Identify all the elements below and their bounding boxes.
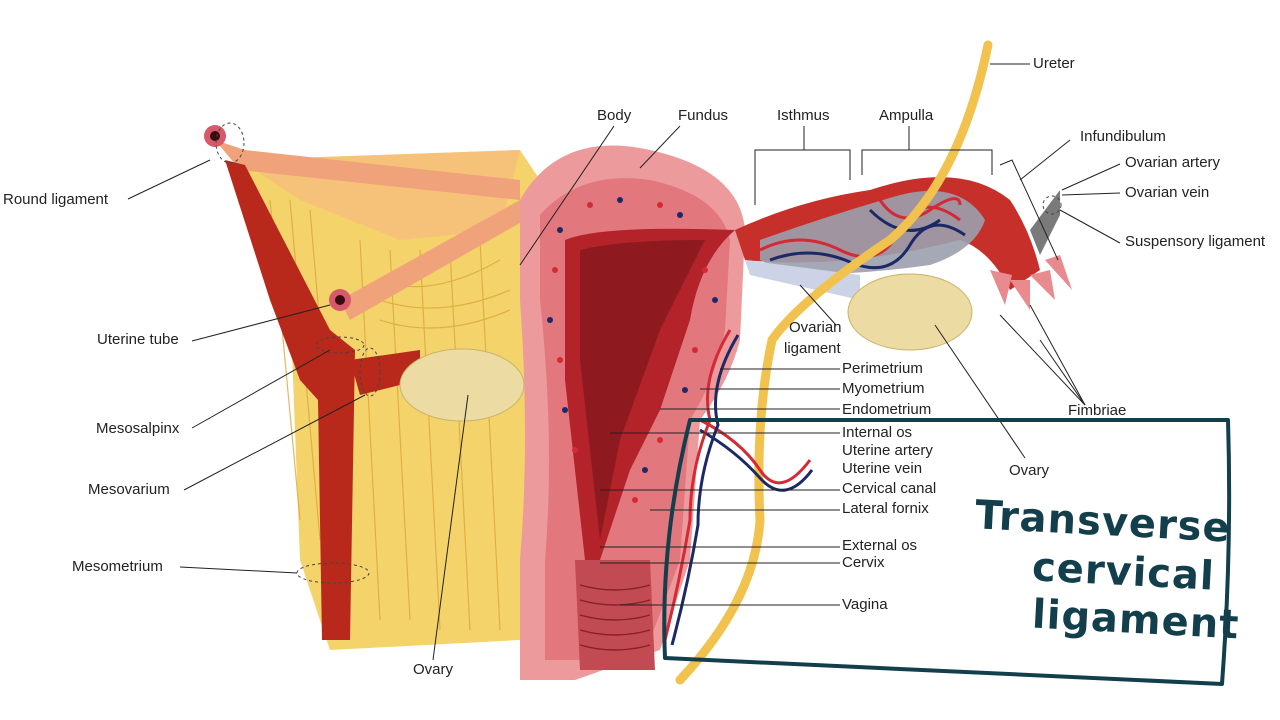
label-uterine-tube: Uterine tube: [97, 331, 179, 348]
label-perimetrium: Perimetrium: [842, 360, 923, 377]
ureter: [675, 40, 993, 685]
round-ligament-band: [215, 140, 520, 200]
left-ovary: [399, 348, 525, 422]
label-vagina: Vagina: [842, 596, 888, 613]
label-internal-os: Internal os: [842, 424, 913, 441]
label-uterine-vein: Uterine vein: [842, 460, 923, 477]
label-ovarian-artery: Ovarian artery: [1125, 154, 1221, 171]
mesometrium-column: [225, 160, 355, 640]
annotation-line-2: cervical: [1030, 544, 1216, 600]
label-fimbriae: Fimbriae: [1068, 402, 1127, 419]
label-ovarian-ligament-line1: Ovarian: [789, 319, 842, 336]
label-ovarian-ligament-line2: ligament: [784, 340, 841, 357]
label-mesometrium: Mesometrium: [72, 558, 163, 575]
label-myometrium: Myometrium: [842, 380, 925, 397]
label-ureter: Ureter: [1033, 55, 1075, 72]
label-ovary-right: Ovary: [1009, 462, 1050, 479]
label-infundibulum: Infundibulum: [1080, 128, 1166, 145]
label-uterine-artery: Uterine artery: [842, 442, 933, 459]
right-tube-mesosalpinx: [760, 190, 985, 275]
label-fundus: Fundus: [678, 107, 729, 124]
label-external-os: External os: [842, 537, 918, 554]
label-isthmus: Isthmus: [777, 107, 830, 124]
leader-lines: [127, 63, 1121, 661]
label-round-ligament: Round ligament: [3, 191, 109, 208]
annotation-line-3: ligament: [1030, 591, 1241, 649]
ovarian-ligament: [745, 260, 860, 300]
myometrium-vessels: [547, 197, 718, 503]
label-lateral-fornix: Lateral fornix: [842, 500, 929, 517]
left-uterine-tube-band: [340, 200, 525, 320]
label-ampulla: Ampulla: [879, 107, 934, 124]
label-suspensory-ligament: Suspensory ligament: [1125, 233, 1266, 250]
label-cervical-canal: Cervical canal: [842, 480, 937, 497]
label-endometrium: Endometrium: [842, 401, 932, 418]
right-ovary: [847, 273, 973, 351]
vagina: [575, 560, 655, 670]
label-cervix: Cervix: [842, 554, 885, 571]
label-mesovarium: Mesovarium: [88, 481, 170, 498]
suspensory-ligament-band: [1030, 190, 1060, 255]
label-body: Body: [597, 107, 632, 124]
label-ovary-left: Ovary: [413, 661, 454, 678]
fimbriae-shape: [990, 255, 1072, 310]
broad-ligament: [240, 150, 560, 650]
annotation-box: [662, 418, 1232, 686]
label-mesosalpinx: Mesosalpinx: [96, 420, 180, 437]
label-ovarian-vein: Ovarian vein: [1125, 184, 1210, 201]
